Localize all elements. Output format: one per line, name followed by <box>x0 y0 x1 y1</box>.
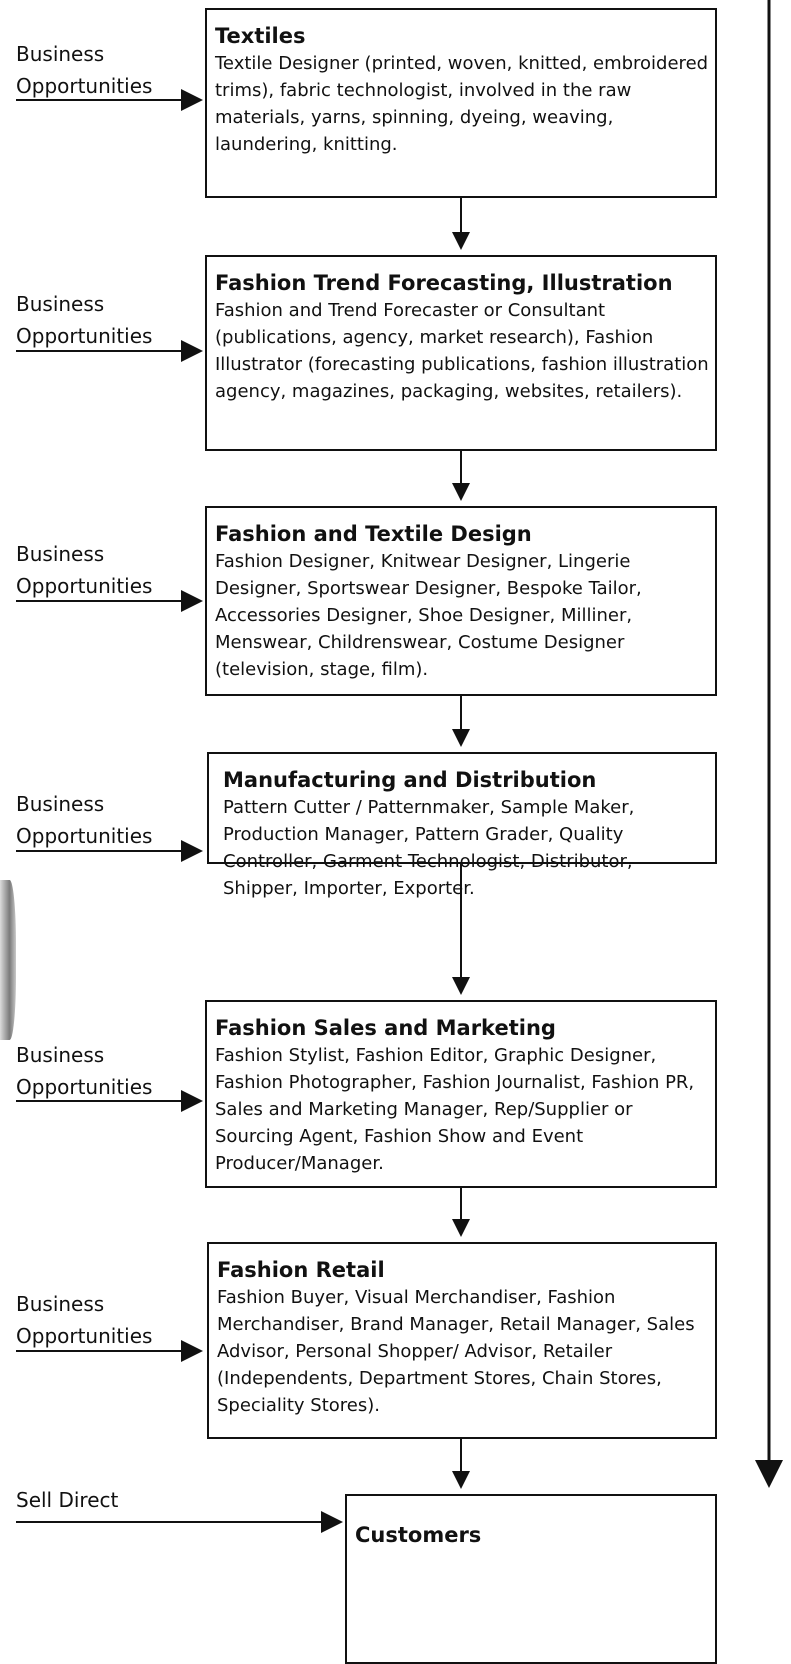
business-opportunities-label: Business Opportunities <box>16 538 152 602</box>
stage-title: Manufacturing and Distribution <box>223 768 597 792</box>
stage-description: Pattern Cutter / Patternmaker, Sample Ma… <box>223 797 635 899</box>
label-line1: Business <box>16 292 105 316</box>
label-line1: Business <box>16 42 105 66</box>
stage-title: Textiles <box>215 24 306 48</box>
stage-box-sales-marketing: Fashion Sales and Marketing Fashion Styl… <box>205 1000 717 1188</box>
stage-title: Fashion and Textile Design <box>215 522 532 546</box>
sell-direct-label: Sell Direct <box>16 1484 118 1516</box>
business-opportunities-label: Business Opportunities <box>16 38 152 102</box>
label-line2: Opportunities <box>16 824 153 848</box>
label-line2: Opportunities <box>16 1075 153 1099</box>
stage-description: Fashion Buyer, Visual Merchandiser, Fash… <box>217 1287 695 1416</box>
label-line2: Opportunities <box>16 74 153 98</box>
business-opportunities-label: Business Opportunities <box>16 1288 152 1352</box>
business-opportunities-label: Business Opportunities <box>16 1039 152 1103</box>
stage-box-textiles: Textiles Textile Designer (printed, wove… <box>205 8 717 198</box>
stage-title: Fashion Sales and Marketing <box>215 1016 556 1040</box>
business-opportunities-label: Business Opportunities <box>16 788 152 852</box>
label-line1: Sell Direct <box>16 1488 119 1512</box>
stage-description: Fashion Stylist, Fashion Editor, Graphic… <box>215 1045 695 1174</box>
label-line1: Business <box>16 542 105 566</box>
stage-box-design: Fashion and Textile Design Fashion Desig… <box>205 506 717 696</box>
stage-box-customers: Customers <box>345 1494 717 1664</box>
stage-box-retail: Fashion Retail Fashion Buyer, Visual Mer… <box>207 1242 717 1439</box>
label-line1: Business <box>16 792 105 816</box>
business-opportunities-label: Business Opportunities <box>16 288 152 352</box>
label-line1: Business <box>16 1043 105 1067</box>
label-line1: Business <box>16 1292 105 1316</box>
stage-box-manufacturing: Manufacturing and Distribution Pattern C… <box>207 752 717 899</box>
stage-description: Fashion and Trend Forecaster or Consulta… <box>215 300 709 402</box>
label-line2: Opportunities <box>16 1324 153 1348</box>
stage-description: Textile Designer (printed, woven, knitte… <box>215 53 709 155</box>
decorative-graphic <box>0 880 16 1040</box>
label-line2: Opportunities <box>16 324 153 348</box>
stage-title: Fashion Retail <box>217 1258 385 1282</box>
stage-description: Fashion Designer, Knitwear Designer, Lin… <box>215 551 642 680</box>
stage-title: Fashion Trend Forecasting, Illustration <box>215 271 673 295</box>
customers-title: Customers <box>355 1523 482 1547</box>
stage-box-trend-forecasting: Fashion Trend Forecasting, Illustration … <box>205 255 717 451</box>
label-line2: Opportunities <box>16 574 153 598</box>
